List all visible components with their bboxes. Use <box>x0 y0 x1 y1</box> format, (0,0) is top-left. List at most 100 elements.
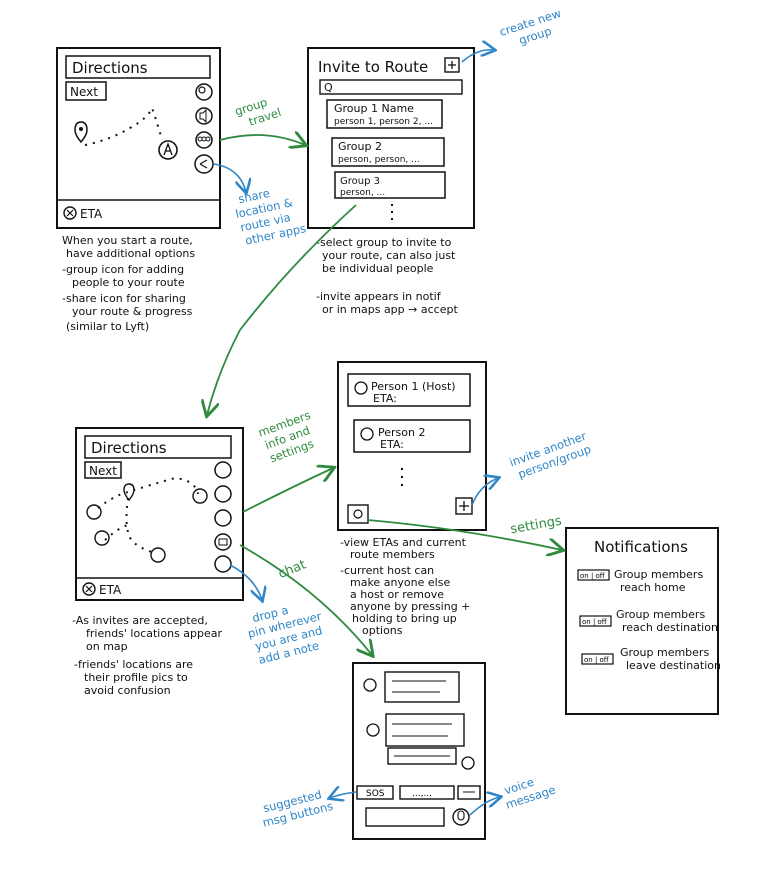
arrow-voice <box>469 797 500 816</box>
screen-directions-1: Directions Next ETA <box>56 47 221 229</box>
phone-frame <box>352 662 486 840</box>
svg-text:Group 1 Name: Group 1 Name <box>334 102 414 115</box>
voice-message-button[interactable] <box>452 808 470 826</box>
notification-toggle[interactable] <box>577 569 610 581</box>
chat-icon[interactable] <box>214 533 232 551</box>
svg-text:people to your route: people to your route <box>72 276 185 289</box>
arrow-suggested <box>330 792 357 798</box>
message-bubble <box>384 671 460 703</box>
friend-avatar-icon <box>86 504 102 520</box>
arrow-create-group <box>461 50 494 63</box>
svg-text:have additional options: have additional options <box>66 247 195 260</box>
message-bubble <box>387 747 457 765</box>
gear-icon <box>353 509 363 519</box>
close-icon[interactable] <box>82 582 96 596</box>
svg-text:route members: route members <box>350 548 435 561</box>
flow-arrows <box>207 50 562 816</box>
plus-icon <box>448 61 456 69</box>
svg-text:-friends' locations are: -friends' locations are <box>74 658 193 671</box>
svg-text:-select group to invite to: -select group to invite to <box>316 236 452 249</box>
svg-text:SOS: SOS <box>366 789 385 799</box>
phone-frame <box>337 361 487 531</box>
notes-screen-3: -As invites are accepted, friends' locat… <box>72 614 223 697</box>
invite-button[interactable] <box>455 497 473 515</box>
phone-frame <box>56 47 221 229</box>
avatar <box>461 756 475 770</box>
next-label: Next <box>70 85 98 99</box>
suggested-message-button[interactable] <box>399 785 455 800</box>
search-icon[interactable] <box>214 461 232 479</box>
svg-text:anyone by pressing +: anyone by pressing + <box>350 600 470 613</box>
notification-toggle[interactable] <box>579 615 612 627</box>
notes-screen-2: -select group to invite to your route, c… <box>316 236 458 316</box>
eta-label: ETA <box>80 207 103 221</box>
svg-text:make anyone else: make anyone else <box>350 576 450 589</box>
add-group-button[interactable] <box>444 57 460 73</box>
annotation-suggested: suggested msg buttons <box>261 787 334 830</box>
member-row-host[interactable] <box>347 373 471 407</box>
group-row-1[interactable] <box>326 99 443 129</box>
group-row-3[interactable] <box>334 171 446 199</box>
screen-members: Person 1 (Host) ETA: Person 2 ETA: <box>337 361 487 531</box>
navigation-arrow-icon <box>192 488 208 504</box>
svg-text:-view ETAs and current: -view ETAs and current <box>340 536 467 549</box>
message-bubble <box>385 713 465 747</box>
sound-icon[interactable] <box>195 107 213 125</box>
member-row[interactable] <box>353 419 471 453</box>
search-bar[interactable] <box>65 55 211 79</box>
svg-text:be individual people: be individual people <box>322 262 434 275</box>
friend-avatar-icon <box>150 547 166 563</box>
arrow-drop-pin <box>229 564 262 600</box>
notes-screen-4: -view ETAs and current route members -cu… <box>340 536 470 637</box>
svg-text:friends' locations appear: friends' locations appear <box>86 627 223 640</box>
svg-text:your route & progress: your route & progress <box>72 305 193 318</box>
group-row-2[interactable] <box>331 137 445 167</box>
settings-button[interactable] <box>347 504 369 524</box>
next-button[interactable] <box>84 461 122 479</box>
svg-text:ETA:: ETA: <box>380 438 404 451</box>
annotation-create-group: create new group <box>498 6 563 47</box>
search-icon[interactable] <box>195 83 213 101</box>
phone-frame <box>565 527 719 715</box>
svg-text:person, ...: person, ... <box>340 188 385 198</box>
svg-text:Group 3: Group 3 <box>340 176 380 187</box>
plus-icon <box>459 501 469 511</box>
share-icon[interactable] <box>194 154 214 174</box>
search-input[interactable] <box>319 79 463 95</box>
group-icon[interactable] <box>214 509 232 527</box>
svg-text:-As invites are accepted,: -As invites are accepted, <box>72 614 208 627</box>
svg-text:your route, can also just: your route, can also just <box>322 249 456 262</box>
screen-chat: SOS ...,... <box>352 662 486 840</box>
eta-label: ETA <box>99 583 122 597</box>
svg-text:reach destination: reach destination <box>622 621 718 634</box>
close-icon[interactable] <box>63 206 77 220</box>
svg-text:(similar to Lyft): (similar to Lyft) <box>66 320 149 333</box>
svg-text:-invite appears in notif: -invite appears in notif <box>316 290 442 303</box>
drop-pin-icon[interactable] <box>214 555 232 573</box>
svg-text:leave destination: leave destination <box>626 659 721 672</box>
sound-icon[interactable] <box>214 485 232 503</box>
next-button[interactable] <box>65 81 107 101</box>
svg-text:Group members: Group members <box>620 646 709 659</box>
group-icon[interactable] <box>195 131 213 149</box>
message-input[interactable] <box>365 807 445 827</box>
suggested-message-button[interactable] <box>457 785 481 800</box>
arrow-members <box>242 468 333 513</box>
svg-text:on map: on map <box>86 640 128 653</box>
screen-title: Directions <box>72 59 148 77</box>
route-path <box>97 476 199 553</box>
start-pin-icon <box>74 121 88 144</box>
annotation-drop-pin: drop a pin wherever you are and add a no… <box>246 603 323 667</box>
svg-text:When you start a route,: When you start a route, <box>62 234 193 247</box>
notification-toggle[interactable] <box>581 653 614 665</box>
avatar <box>363 678 377 692</box>
svg-text:-share icon for sharing: -share icon for sharing <box>62 292 186 305</box>
search-bar[interactable] <box>84 435 232 459</box>
svg-text:Person 2: Person 2 <box>378 426 425 439</box>
svg-text:person, person, ...: person, person, ... <box>338 155 420 165</box>
svg-text:share: share <box>237 186 271 206</box>
svg-text:ETA:: ETA: <box>373 392 397 405</box>
suggested-message-button[interactable] <box>356 785 394 800</box>
search-icon: Q <box>324 81 333 94</box>
